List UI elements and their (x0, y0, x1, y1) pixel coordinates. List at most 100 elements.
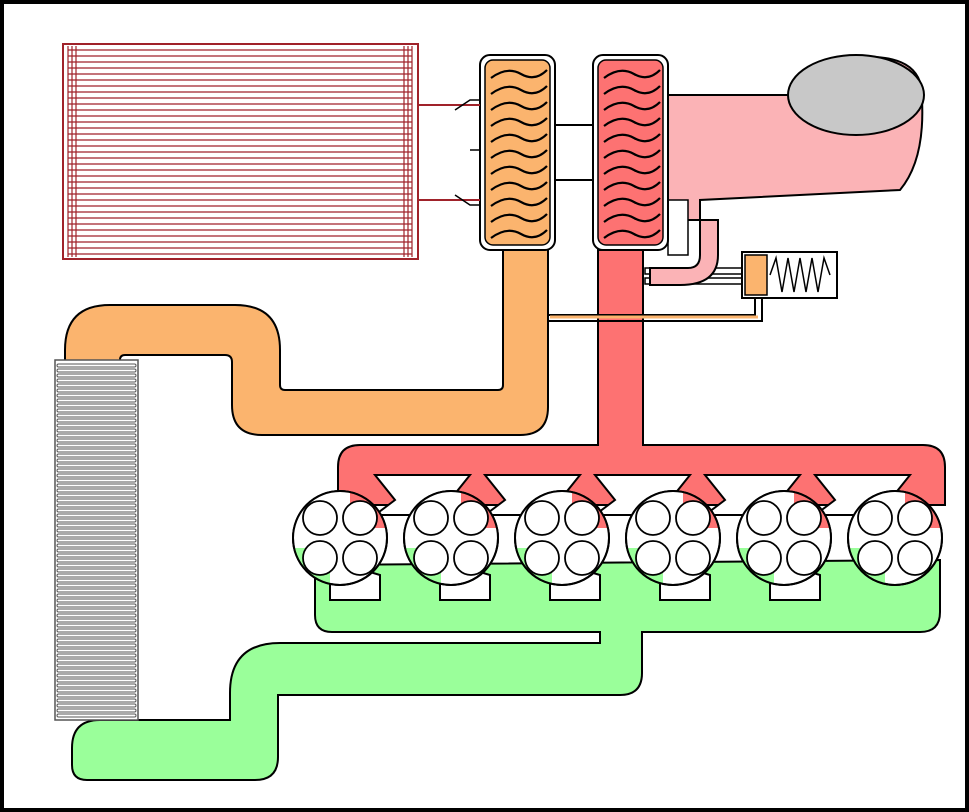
intercooler-fin (56, 383, 137, 388)
intercooler-fin (56, 393, 137, 398)
intercooler-fin (56, 403, 137, 408)
wheel-vane (490, 229, 548, 239)
intercooler-fin (56, 678, 137, 683)
valve (564, 540, 600, 576)
intercooler-fin (56, 438, 137, 443)
turbo-shaft (548, 124, 598, 181)
intercooler-fin (56, 573, 137, 578)
wheel-vane (490, 85, 548, 95)
wheel-vane (490, 165, 548, 175)
wheel-vane (603, 101, 661, 111)
wheel-vane (603, 133, 661, 143)
cylinder-icon (625, 490, 721, 586)
intercooler-fin (56, 643, 137, 648)
intercooler-fin (56, 368, 137, 373)
intercooler-fin (56, 618, 137, 623)
cylinder-icon (736, 490, 832, 586)
intercooler-fin (56, 408, 137, 413)
intercooler-fin (56, 503, 137, 508)
intercooler-fin (56, 708, 137, 713)
turbine (592, 54, 669, 251)
exhaust-outlet (649, 54, 925, 286)
intercooler-fin (56, 608, 137, 613)
intercooler-fin (56, 533, 137, 538)
compressor-wheel-icon (490, 69, 548, 239)
cylinder-icon (514, 490, 610, 586)
wheel-vane (490, 133, 548, 143)
intercooler-fin (56, 398, 137, 403)
cylinder-bank (292, 490, 943, 586)
intercooler-fin (56, 578, 137, 583)
charge-pipe (64, 244, 549, 436)
intercooler-fin (56, 553, 137, 558)
intercooler-fin (56, 648, 137, 653)
air-filter (62, 43, 480, 260)
intercooler-fin (56, 698, 137, 703)
valve (564, 500, 600, 536)
valve (675, 540, 711, 576)
intercooler-fin (56, 683, 137, 688)
intercooler-fin (56, 658, 137, 663)
valve (786, 540, 822, 576)
intercooler-fin (56, 478, 137, 483)
intercooler-fin (56, 423, 137, 428)
intercooler-fin (56, 583, 137, 588)
wheel-vane (603, 69, 661, 79)
wheel-vane (490, 149, 548, 159)
intercooler-fin (56, 613, 137, 618)
exhaust-outlet-icon (787, 54, 925, 136)
wheel-vane (490, 117, 548, 127)
intercooler-icon (56, 363, 137, 718)
wastegate-spring-icon (769, 255, 831, 293)
intercooler-fin (56, 413, 137, 418)
valve (897, 500, 933, 536)
intercooler-fin (56, 463, 137, 468)
intercooler-fin (56, 523, 137, 528)
intercooler-fin (56, 498, 137, 503)
wheel-vane (603, 229, 661, 239)
compressor (479, 54, 556, 251)
intercooler-fin (56, 493, 137, 498)
valve (413, 500, 449, 536)
cylinder-icon (403, 490, 499, 586)
valve (342, 500, 378, 536)
intercooler-fin (56, 508, 137, 513)
intercooler-fin (56, 418, 137, 423)
valve (897, 540, 933, 576)
intercooler-fin (56, 713, 137, 718)
turbine-wheel-icon (603, 69, 661, 239)
valve (635, 500, 671, 536)
valve (746, 500, 782, 536)
intercooler-fin (56, 448, 137, 453)
intercooler-fin (56, 528, 137, 533)
valve (342, 540, 378, 576)
intercooler-fin (56, 693, 137, 698)
intercooler-fin (56, 458, 137, 463)
wheel-vane (490, 69, 548, 79)
intercooler-fin (56, 628, 137, 633)
intercooler-fin (56, 518, 137, 523)
wheel-vane (603, 117, 661, 127)
intercooler-fin (56, 388, 137, 393)
valve (524, 540, 560, 576)
intercooler-fin (56, 443, 137, 448)
intercooler-fin (56, 593, 137, 598)
valve (786, 500, 822, 536)
wheel-vane (603, 149, 661, 159)
intercooler-fin (56, 603, 137, 608)
intercooler-fin (56, 548, 137, 553)
intercooler-fin (56, 688, 137, 693)
intercooler-fin (56, 598, 137, 603)
intercooler-fin (56, 433, 137, 438)
air-filter-icon (67, 46, 413, 257)
intercooler-fin (56, 703, 137, 708)
intercooler-fin (56, 538, 137, 543)
wheel-vane (490, 213, 548, 223)
intercooler-fin (56, 568, 137, 573)
valve (524, 500, 560, 536)
valve (746, 540, 782, 576)
intercooler-fin (56, 483, 137, 488)
intercooler-fin (56, 428, 137, 433)
wheel-vane (603, 85, 661, 95)
